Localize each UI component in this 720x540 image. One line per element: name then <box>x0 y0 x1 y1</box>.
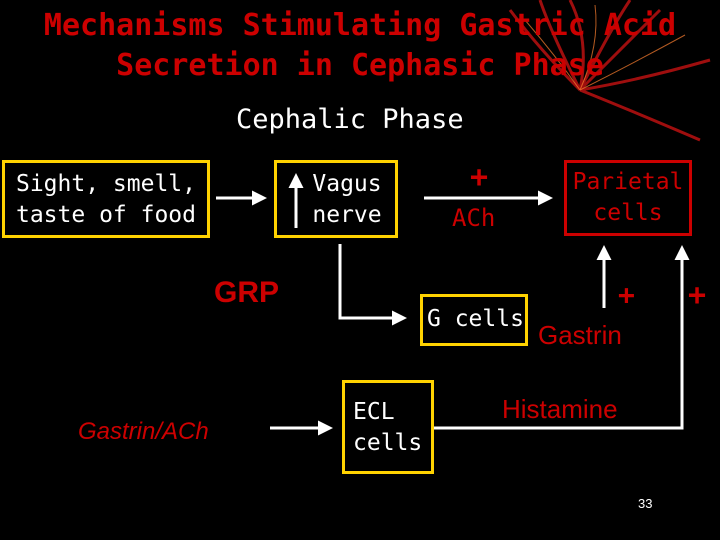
arrow-ecl-to-parietal <box>434 245 690 430</box>
vagus-line-2: nerve <box>312 202 382 228</box>
grp-label: GRP <box>214 276 280 309</box>
decorative-fireworks <box>508 0 711 142</box>
slide-title: Mechanisms Stimulating Gastric Acid Secr… <box>0 6 720 86</box>
histamine-label: Histamine <box>502 394 618 424</box>
title-line-1: Mechanisms Stimulating Gastric Acid <box>43 8 677 43</box>
ecl-line-2: cells <box>353 430 423 456</box>
arrow-vagus-to-gcells <box>338 244 407 326</box>
g-cells-box: G cells <box>420 294 528 346</box>
ecl-line-1: ECL <box>353 399 395 425</box>
sight-line-2: taste of food <box>15 202 196 228</box>
vagus-line-1: Vagus <box>312 171 382 197</box>
parietal-cells-box: Parietal cells <box>564 160 692 236</box>
parietal-line-2: cells <box>593 200 663 226</box>
plus-gastrin: + <box>618 278 635 311</box>
sight-smell-taste-box: Sight, smell, taste of food <box>2 160 210 238</box>
page-number: 33 <box>638 496 653 511</box>
sight-line-1: Sight, smell, <box>15 171 196 197</box>
g-cells-label: G cells <box>427 306 524 332</box>
title-line-2: Secretion in Cephasic Phase <box>116 48 604 83</box>
ecl-cells-box: ECL cells <box>342 380 434 474</box>
ach-label: ACh <box>452 204 496 232</box>
gastrin-label: Gastrin <box>538 320 622 350</box>
parietal-line-1: Parietal <box>572 169 684 195</box>
plus-histamine: + <box>688 278 707 313</box>
plus-ach: + <box>470 160 489 195</box>
vagus-nerve-box: Vagus nerve <box>274 160 398 238</box>
subtitle: Cephalic Phase <box>236 104 464 135</box>
gastrin-ach-label: Gastrin/ACh <box>78 418 209 445</box>
